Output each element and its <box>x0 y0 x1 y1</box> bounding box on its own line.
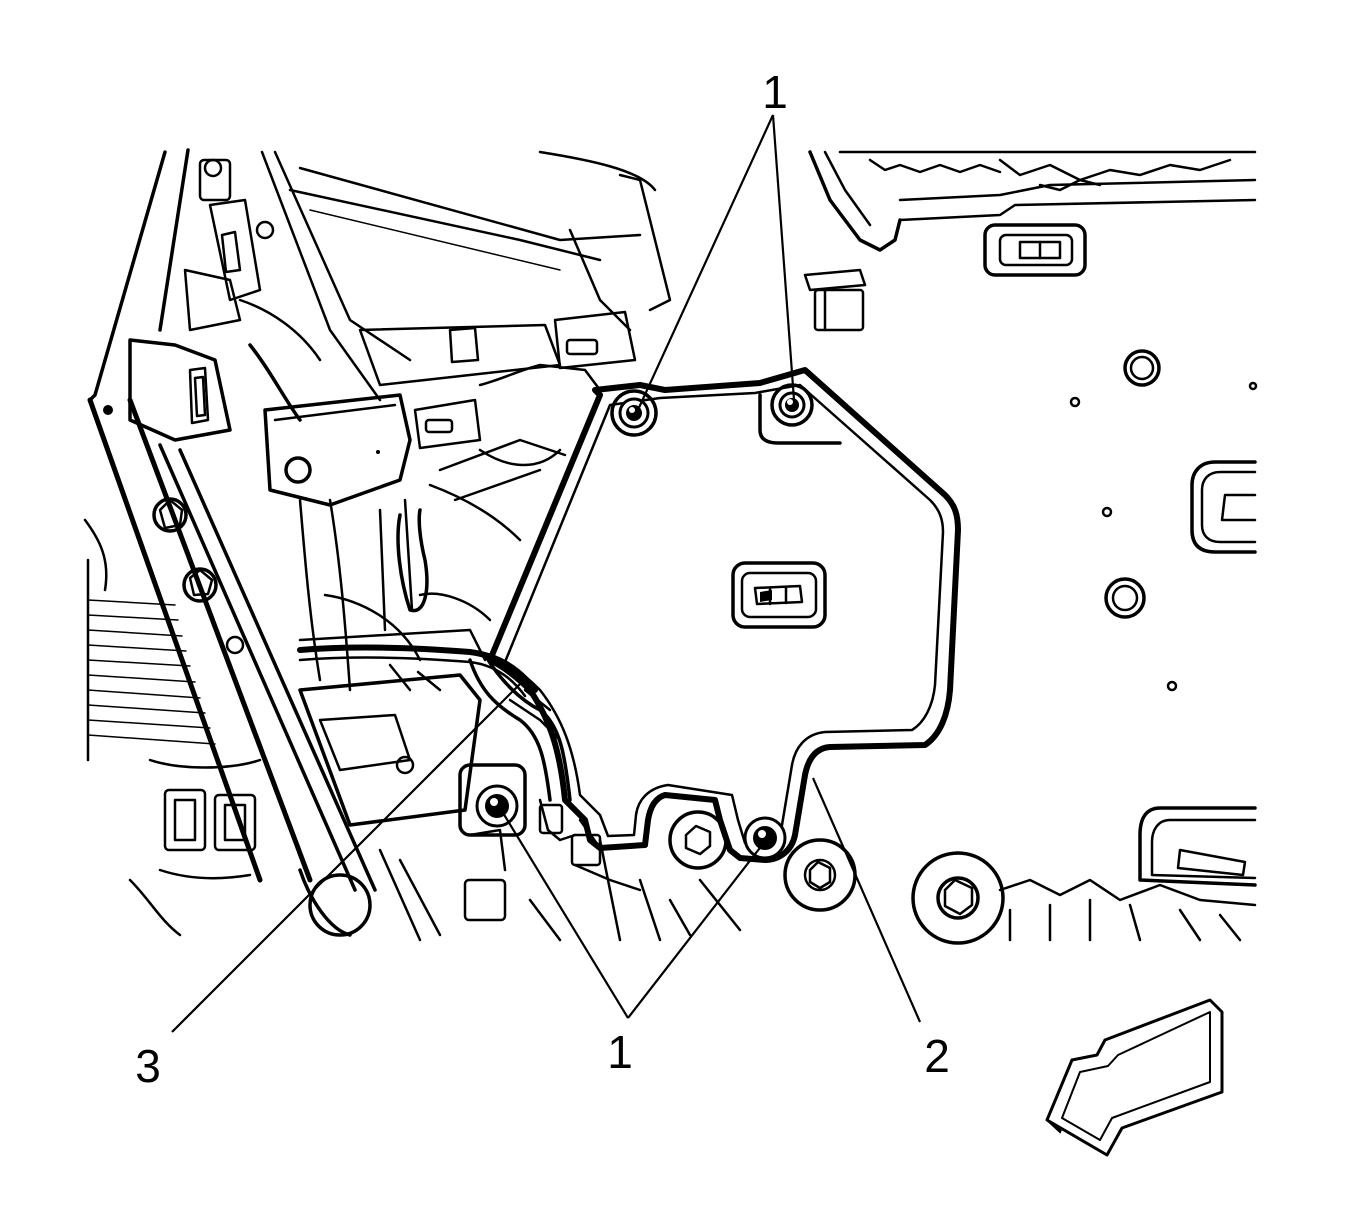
front-direction-arrow-icon <box>1045 998 1224 1157</box>
fastener-bottom-right <box>668 810 787 870</box>
callout-fastener-bottom: 1 <box>607 1026 633 1078</box>
callout-heat-shield: 2 <box>924 1030 950 1082</box>
callout-fastener-top: 1 <box>762 66 788 118</box>
radiator-fins <box>83 518 216 762</box>
leader-lines <box>171 114 922 1033</box>
heat-shield <box>487 367 961 863</box>
fastener-top-right <box>758 383 842 445</box>
wiring-harness <box>297 644 647 892</box>
fastener-top-left <box>610 389 658 437</box>
left-engine-assembly <box>83 148 742 942</box>
floor-pan <box>783 150 1258 945</box>
callout-wiring-harness: 3 <box>135 1040 161 1092</box>
